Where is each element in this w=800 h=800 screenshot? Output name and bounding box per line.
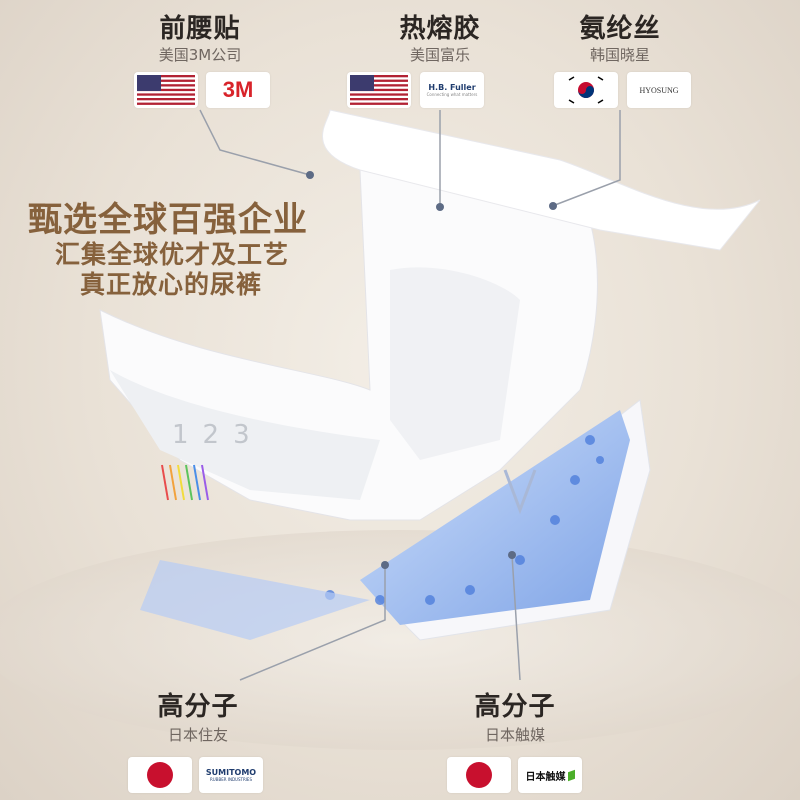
usa-flag-icon — [347, 72, 411, 108]
feature-title-front-tape: 前腰贴 — [159, 14, 241, 44]
feature-supplier: 日本触媒 — [484, 726, 545, 744]
size-mark: 3 — [233, 420, 264, 450]
usa-flag-icon — [134, 72, 198, 108]
feature-supplier: 日本住友 — [167, 726, 228, 744]
feature-title-spandex: 氨纶丝 — [579, 14, 661, 44]
feature-supplier: 美国富乐 — [409, 46, 470, 64]
headline-line3: 真正放心的尿裤 — [80, 270, 263, 299]
japan-flag-icon — [128, 757, 192, 793]
feature-supplier: 美国3M公司 — [158, 46, 242, 64]
size-marks: 123 — [172, 420, 264, 450]
feature-title-sap: 高分子 — [157, 692, 239, 722]
hyosung-logo: HYOSUNG — [627, 72, 691, 108]
nippon-shokubai-logo: 日本触媒 — [518, 757, 582, 793]
hb-fuller-logo: H.B. Fuller Connecting what matters — [420, 72, 484, 108]
feature-title-sap-2: 高分子 — [474, 692, 556, 722]
korea-flag-icon — [554, 72, 618, 108]
japan-flag-icon — [447, 757, 511, 793]
size-mark: 1 — [172, 420, 203, 450]
feature-supplier: 韩国晓星 — [589, 46, 650, 64]
sumitomo-logo: SUMITOMO RUBBER INDUSTRIES — [199, 757, 263, 793]
feature-title-hot-melt: 热熔胶 — [399, 14, 481, 44]
headline-line2: 汇集全球优才及工艺 — [55, 240, 290, 269]
headline-main: 甄选全球百强企业 — [28, 200, 308, 240]
3m-logo: 3M — [206, 72, 270, 108]
size-mark: 2 — [202, 420, 234, 450]
